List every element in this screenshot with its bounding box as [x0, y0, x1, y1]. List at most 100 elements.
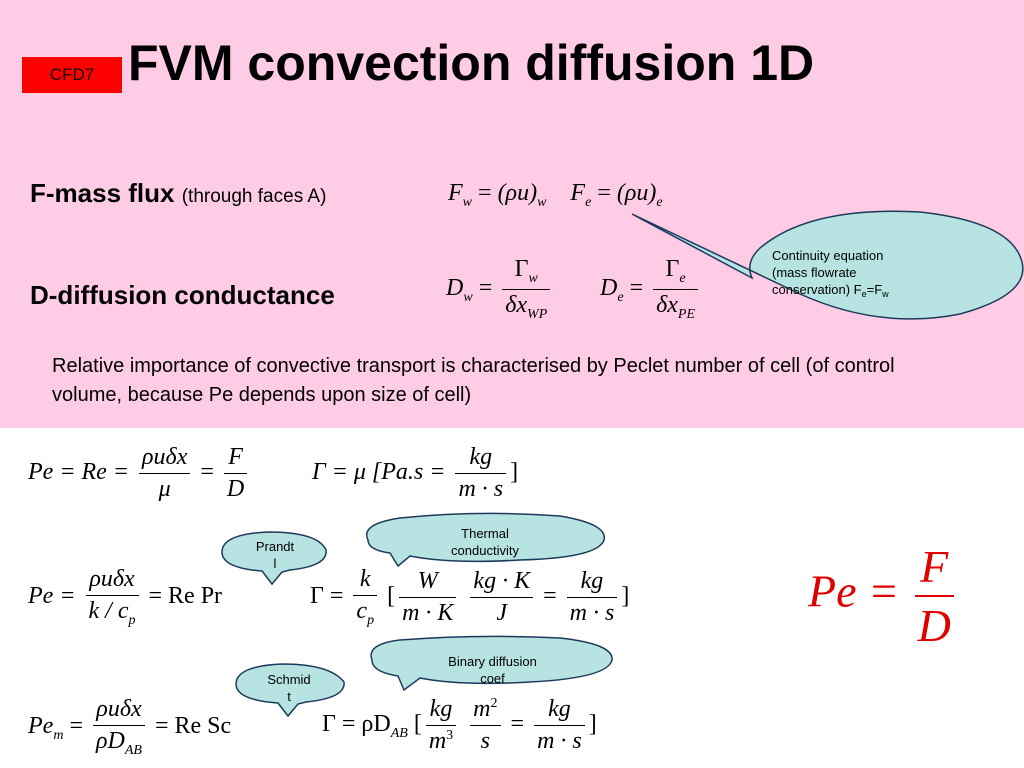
dw-den-sub: WP	[527, 307, 548, 322]
fe-rhs: (ρu)	[616, 180, 657, 206]
eq1-lhs: Pe = Re =	[28, 459, 130, 486]
eq1-unit-num: kg	[469, 444, 493, 470]
de-den-sub: PE	[677, 307, 696, 322]
peclet-equation-2: Pe = ρuδx k / cp = Re Pr	[28, 566, 222, 629]
continuity-line-2: (mass flowrate	[772, 265, 857, 280]
slide-tag: CFD7	[22, 57, 122, 93]
eq3-u2d: s	[480, 728, 491, 754]
de-den: δx	[656, 292, 678, 318]
schmidt-line-1: Schmid	[267, 672, 311, 687]
de-num-sub: e	[679, 271, 686, 286]
eq2-u1d: m · K	[402, 600, 454, 626]
eq2-num1: ρuδx	[89, 566, 135, 592]
eq2-mid: = Re Pr	[148, 583, 223, 610]
eq3-u2n-sup: 2	[490, 696, 498, 711]
continuity-line-1: Continuity equation	[772, 248, 884, 263]
fw-sub: w	[462, 195, 473, 210]
eq1-num1: ρuδx	[142, 444, 188, 470]
big-num: F	[920, 541, 949, 592]
eq2-u2n: kg · K	[473, 568, 531, 594]
thermal-line-2: conductivity	[451, 543, 519, 558]
eq3-u2n: m	[473, 696, 491, 722]
eq2-gden-sub: p	[367, 613, 375, 628]
eq3-unit2: m2 s	[470, 696, 501, 755]
eq3-lhs: Pe	[28, 713, 54, 740]
eq3-lhs-sub: m	[53, 728, 64, 744]
eq2-lhs: Pe =	[28, 583, 76, 610]
fe-sub: e	[585, 195, 592, 210]
eq1-frac1: ρuδx μ	[139, 444, 191, 503]
de-symbol: D	[600, 275, 618, 302]
dw-num: Γ	[514, 256, 529, 282]
eq1-unit-den: m · s	[458, 476, 504, 502]
binary-callout-text: Binary diffusion coef	[420, 653, 565, 687]
de-num: Γ	[665, 256, 680, 282]
eq3-gamma: Γ = ρD	[322, 711, 391, 738]
prandtl-callout-text: Prandt l	[240, 538, 310, 572]
continuity-line-3: conservation) F	[772, 282, 862, 297]
fe-symbol: F	[570, 180, 586, 206]
fw-symbol: F	[448, 180, 463, 206]
eq3-den1: ρD	[95, 728, 125, 754]
eq3-num1: ρuδx	[96, 696, 142, 722]
eq2-gden: c	[356, 598, 368, 624]
schmidt-callout-text: Schmid t	[254, 671, 324, 705]
eq2-den1-sub: p	[128, 613, 136, 628]
eq2-u3n: kg	[580, 568, 604, 594]
eq2-u1n: W	[417, 568, 438, 594]
thermal-line-1: Thermal	[461, 526, 509, 541]
dw-num-sub: w	[528, 271, 538, 286]
eq1-num2: F	[228, 444, 243, 470]
diffusion-label: D-diffusion conductance	[30, 280, 335, 310]
prandtl-line-2: l	[273, 556, 277, 571]
mass-flux-equations: Fw = (ρu)w Fe = (ρu)e	[448, 180, 663, 210]
thermal-callout-text: Thermal conductivity	[420, 525, 550, 559]
binary-line-2: coef	[480, 671, 505, 686]
continuity-sub-e: e	[861, 289, 867, 299]
eq2-den1: k / c	[88, 598, 129, 624]
eq3-u1d-sup: 3	[446, 728, 454, 743]
dw-equation: Dw = Γw δxWP	[446, 256, 554, 323]
eq2-u3d: m · s	[569, 600, 615, 626]
schmidt-line-2: t	[287, 689, 291, 704]
fe-rhs-sub: e	[656, 195, 663, 210]
eq2-gamma: Γ =	[310, 583, 344, 610]
continuity-sub-w: w	[882, 289, 889, 299]
big-den: D	[917, 600, 951, 651]
dw-symbol: D	[446, 275, 464, 302]
prandtl-line-1: Prandt	[255, 539, 295, 554]
dw-den: δx	[505, 292, 528, 318]
de-fraction: Γe δxPE	[653, 256, 699, 323]
de-equation: De = Γe δxPE	[600, 256, 702, 323]
eq1-den2: D	[226, 476, 245, 502]
fw-rhs: (ρu)	[497, 180, 538, 206]
eq2-frac1: ρuδx k / cp	[85, 566, 139, 629]
mass-flux-title: F-mass flux	[30, 178, 175, 208]
dw-fraction: Γw δxWP	[502, 256, 551, 323]
eq1-gamma: Γ = μ [Pa.s =	[312, 459, 446, 486]
fw-rhs-sub: w	[537, 195, 547, 210]
mass-flux-sublabel: (through faces A)	[181, 186, 327, 207]
eq3-gamma-sub: AB	[390, 726, 408, 742]
slide-title: FVM convection diffusion 1D	[128, 35, 815, 91]
eq3-mid: = Re Sc	[154, 713, 232, 740]
eq2-u2d: J	[496, 600, 508, 626]
eq1-den1: μ	[158, 476, 171, 502]
continuity-eq: =F	[866, 282, 883, 297]
eq3-u3n: kg	[548, 696, 571, 722]
mass-flux-label: F-mass flux (through faces A)	[30, 178, 326, 209]
continuity-callout-text: Continuity equation (mass flowrate conse…	[772, 247, 992, 303]
eq3-u1n: kg	[429, 696, 453, 722]
